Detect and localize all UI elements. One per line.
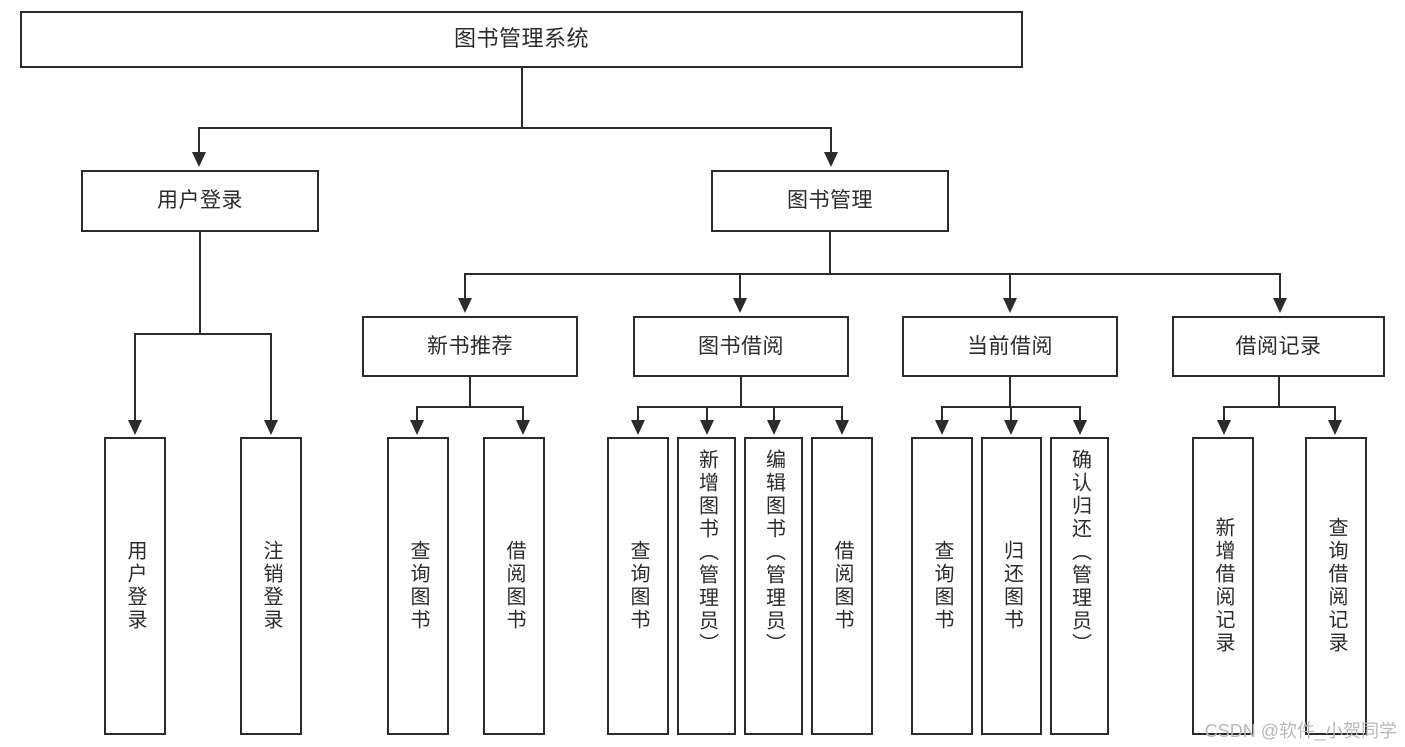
- connector-borrow-record-leaf1: [1223, 406, 1225, 421]
- leaf-borrow-book-recommend[interactable]: 借阅图书: [483, 437, 545, 735]
- node-book-borrow[interactable]: 图书借阅: [633, 316, 849, 377]
- connector-book-borrow-stem: [740, 377, 742, 407]
- node-label: 借阅图书: [503, 540, 525, 632]
- arrowhead-leaf-query-record: [1328, 420, 1342, 435]
- connector-new-book-stem: [469, 377, 471, 407]
- leaf-query-borrow-record[interactable]: 查询借阅记录: [1305, 437, 1367, 735]
- arrowhead-borrow-record: [1273, 298, 1287, 313]
- leaf-edit-book-admin[interactable]: 编辑图书（管理员）: [744, 437, 803, 735]
- leaf-return-book[interactable]: 归还图书: [981, 437, 1042, 735]
- connector-current-borrow-stem: [1009, 377, 1011, 407]
- node-label: 查询图书: [931, 540, 953, 632]
- connector-user-login-leaf2: [270, 333, 272, 421]
- arrowhead-book-management: [824, 152, 838, 167]
- leaf-add-book-admin[interactable]: 新增图书（管理员）: [677, 437, 736, 735]
- connector-book-borrow-leaf2: [706, 406, 708, 421]
- node-label: 新增图书（管理员）: [695, 449, 718, 656]
- arrowhead-new-book-recommend: [458, 298, 472, 313]
- leaf-user-login[interactable]: 用户登录: [104, 437, 166, 735]
- node-label: 编辑图书（管理员）: [762, 449, 785, 656]
- node-label: 借阅图书: [831, 540, 853, 632]
- connector-level2-bus: [198, 127, 832, 129]
- connector-new-book-leaf1: [416, 406, 418, 421]
- connector-to-borrow-record: [1279, 273, 1281, 299]
- node-label: 查询图书: [407, 540, 429, 632]
- arrowhead-user-login: [192, 152, 206, 167]
- leaf-query-book-current[interactable]: 查询图书: [911, 437, 973, 735]
- connector-to-current-borrow: [1009, 273, 1011, 299]
- arrowhead-leaf-query-book-3: [935, 420, 949, 435]
- connector-user-login-bus: [134, 333, 272, 335]
- node-user-login[interactable]: 用户登录: [81, 170, 319, 232]
- leaf-borrow-book-borrow[interactable]: 借阅图书: [811, 437, 873, 735]
- connector-user-login-leaf1: [134, 333, 136, 421]
- leaf-query-book-recommend[interactable]: 查询图书: [387, 437, 449, 735]
- arrowhead-leaf-add-book: [700, 420, 714, 435]
- node-label: 用户登录: [157, 189, 243, 213]
- leaf-add-borrow-record[interactable]: 新增借阅记录: [1192, 437, 1254, 735]
- connector-to-new-book: [464, 273, 466, 299]
- arrowhead-leaf-edit-book: [767, 420, 781, 435]
- connector-borrow-record-leaf2: [1334, 406, 1336, 421]
- connector-user-login-stem: [199, 232, 201, 334]
- leaf-logout[interactable]: 注销登录: [240, 437, 302, 735]
- csdn-watermark: CSDN @软件_小贺同学: [1204, 721, 1397, 741]
- connector-level3-bus: [464, 273, 1280, 275]
- arrowhead-leaf-return-book: [1004, 420, 1018, 435]
- connector-to-user-login: [198, 127, 200, 153]
- node-label: 查询图书: [627, 540, 649, 632]
- arrowhead-leaf-query-book-2: [631, 420, 645, 435]
- node-new-book-recommend[interactable]: 新书推荐: [362, 316, 578, 377]
- node-label: 新书推荐: [427, 334, 513, 358]
- connector-new-book-leaf2: [522, 406, 524, 421]
- arrowhead-leaf-borrow-book-1: [516, 420, 530, 435]
- connector-to-book-borrow: [739, 273, 741, 299]
- arrowhead-leaf-confirm-return: [1073, 420, 1087, 435]
- arrowhead-current-borrow: [1003, 298, 1017, 313]
- connector-to-book-management: [830, 127, 832, 153]
- connector-borrow-record-stem: [1278, 377, 1280, 407]
- connector-current-borrow-leaf3: [1079, 406, 1081, 421]
- connector-root-stem: [521, 68, 523, 128]
- node-book-management[interactable]: 图书管理: [711, 170, 949, 232]
- arrowhead-book-borrow: [733, 298, 747, 313]
- connector-book-management-stem: [829, 232, 831, 274]
- leaf-query-book-borrow[interactable]: 查询图书: [607, 437, 669, 735]
- node-label: 借阅记录: [1235, 334, 1322, 358]
- node-label: 查询借阅记录: [1325, 517, 1347, 655]
- node-label: 图书管理系统: [453, 26, 589, 52]
- connector-current-borrow-leaf1: [941, 406, 943, 421]
- arrowhead-leaf-user-login: [128, 420, 142, 435]
- connector-book-borrow-leaf1: [637, 406, 639, 421]
- connector-book-borrow-leaf4: [841, 406, 843, 421]
- leaf-confirm-return-admin[interactable]: 确认归还（管理员）: [1050, 437, 1109, 735]
- node-label: 归还图书: [1000, 540, 1023, 632]
- connector-book-borrow-bus: [637, 406, 843, 408]
- connector-borrow-record-bus: [1223, 406, 1336, 408]
- arrowhead-leaf-logout: [264, 420, 278, 435]
- connector-new-book-bus: [416, 406, 524, 408]
- node-label: 图书管理: [787, 189, 873, 213]
- node-label: 图书借阅: [698, 334, 784, 358]
- node-book-management-system[interactable]: 图书管理系统: [20, 11, 1023, 68]
- node-borrow-record[interactable]: 借阅记录: [1172, 316, 1385, 377]
- node-label: 确认归还（管理员）: [1068, 449, 1091, 656]
- node-current-borrow[interactable]: 当前借阅: [902, 316, 1118, 377]
- connector-book-borrow-leaf3: [773, 406, 775, 421]
- node-label: 用户登录: [124, 540, 146, 632]
- arrowhead-leaf-query-book-1: [410, 420, 424, 435]
- node-label: 注销登录: [260, 540, 282, 632]
- arrowhead-leaf-add-record: [1217, 420, 1231, 435]
- node-label: 当前借阅: [967, 334, 1053, 358]
- arrowhead-leaf-borrow-book-2: [835, 420, 849, 435]
- node-label: 新增借阅记录: [1212, 517, 1234, 655]
- connector-current-borrow-leaf2: [1010, 406, 1012, 421]
